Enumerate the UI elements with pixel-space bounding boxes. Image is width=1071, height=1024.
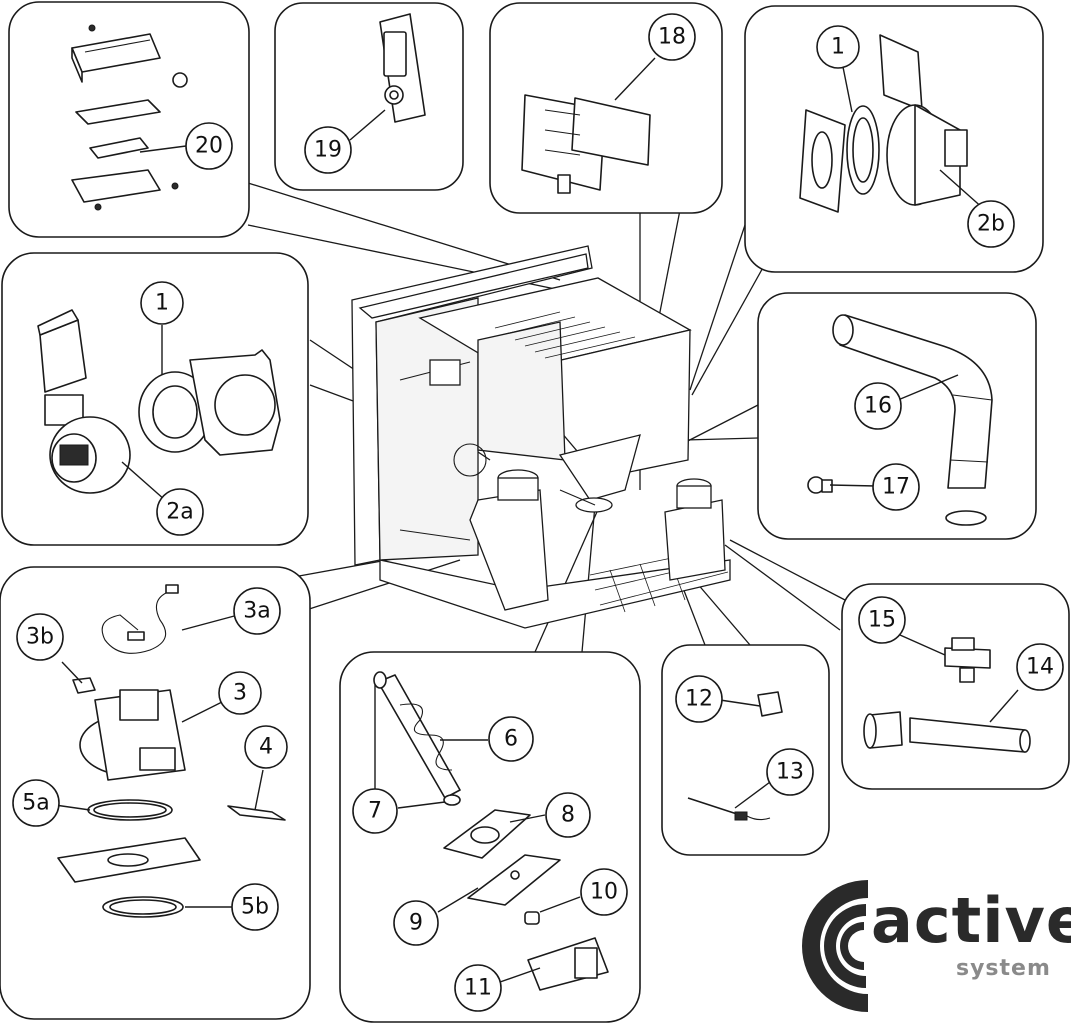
callout-label-14: 14 bbox=[1026, 655, 1054, 680]
callout-label-6: 6 bbox=[504, 727, 518, 752]
callout-label-8: 8 bbox=[561, 803, 575, 828]
brand-word: active bbox=[871, 884, 1071, 957]
callout-16: 16 bbox=[854, 382, 902, 430]
panel-part-1-2b bbox=[744, 5, 1044, 273]
callout-label-17: 17 bbox=[882, 475, 910, 500]
panel-part-12-13 bbox=[661, 644, 830, 856]
callout-label-3a: 3a bbox=[243, 599, 270, 624]
callout-2a: 2a bbox=[156, 488, 204, 536]
callout-1-left: 1 bbox=[140, 281, 184, 325]
callout-label-9: 9 bbox=[409, 911, 423, 936]
callout-label-2b: 2b bbox=[977, 212, 1005, 237]
callout-4: 4 bbox=[244, 725, 288, 769]
callout-label-18: 18 bbox=[658, 25, 686, 50]
callout-18: 18 bbox=[648, 13, 696, 61]
callout-12: 12 bbox=[675, 675, 723, 723]
callout-label-11: 11 bbox=[464, 976, 492, 1001]
callout-14: 14 bbox=[1016, 643, 1064, 691]
callout-label-2a: 2a bbox=[166, 500, 193, 525]
callout-label-4: 4 bbox=[259, 735, 273, 760]
callout-3: 3 bbox=[218, 671, 262, 715]
panel-part-18 bbox=[489, 2, 723, 214]
callout-6: 6 bbox=[488, 716, 534, 762]
callout-label-13: 13 bbox=[776, 760, 804, 785]
callout-label-5b: 5b bbox=[241, 895, 269, 920]
callout-8: 8 bbox=[545, 792, 591, 838]
callout-1-top: 1 bbox=[816, 25, 860, 69]
panel-part-19 bbox=[274, 2, 464, 191]
callout-label-19: 19 bbox=[314, 138, 342, 163]
callout-label-1-left: 1 bbox=[155, 291, 169, 316]
callout-label-10: 10 bbox=[590, 880, 618, 905]
callout-label-3: 3 bbox=[233, 681, 247, 706]
callout-label-16: 16 bbox=[864, 394, 892, 419]
callout-label-12: 12 bbox=[685, 687, 713, 712]
callout-10: 10 bbox=[580, 868, 628, 916]
brand-logo: active system bbox=[796, 868, 1071, 1013]
callout-7: 7 bbox=[352, 788, 398, 834]
callout-3b: 3b bbox=[16, 613, 64, 661]
callout-label-20: 20 bbox=[195, 134, 223, 159]
callout-label-15: 15 bbox=[868, 608, 896, 633]
callout-label-5a: 5a bbox=[22, 791, 49, 816]
leader-lines bbox=[247, 182, 846, 653]
callout-3a: 3a bbox=[233, 587, 281, 635]
panel-part-6-11 bbox=[339, 651, 641, 1023]
stove-body bbox=[351, 245, 731, 629]
callout-17: 17 bbox=[872, 463, 920, 511]
callout-5a: 5a bbox=[12, 779, 60, 827]
callout-label-1-top: 1 bbox=[831, 35, 845, 60]
callout-13: 13 bbox=[766, 748, 814, 796]
panel-part-1-2a bbox=[1, 252, 309, 546]
panel-part-20 bbox=[8, 1, 250, 238]
callout-label-3b: 3b bbox=[26, 625, 54, 650]
callout-19: 19 bbox=[304, 126, 352, 174]
callout-2b: 2b bbox=[967, 200, 1015, 248]
callout-label-7: 7 bbox=[368, 799, 382, 824]
callout-15: 15 bbox=[858, 596, 906, 644]
brand-subtitle: system bbox=[956, 956, 1051, 981]
callout-9: 9 bbox=[393, 900, 439, 946]
callout-11: 11 bbox=[454, 964, 502, 1012]
callout-20: 20 bbox=[185, 122, 233, 170]
brand-logo-mark-icon bbox=[802, 880, 868, 1012]
callout-5b: 5b bbox=[231, 883, 279, 931]
